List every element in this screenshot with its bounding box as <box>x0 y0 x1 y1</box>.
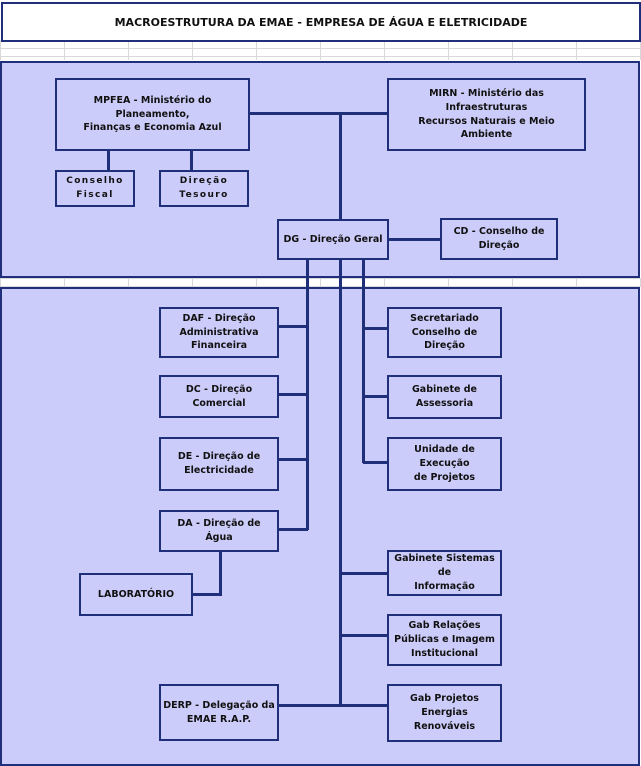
bottom-panel <box>0 287 640 766</box>
connector-line <box>278 325 308 328</box>
connector-line <box>339 113 342 219</box>
connector-line <box>219 550 222 595</box>
connector-line <box>278 704 387 707</box>
spreadsheet-grid <box>0 278 641 287</box>
connector-line <box>107 150 110 171</box>
connector-line <box>363 395 387 398</box>
connector-line <box>340 572 387 575</box>
laboratorio-box: LABORATÓRIO <box>79 573 193 616</box>
gab-energias-box: Gab Projetos Energias Renováveis <box>387 684 502 742</box>
connector-line <box>249 112 388 115</box>
connector-line <box>190 150 193 171</box>
da-box: DA - Direção de Água <box>159 510 279 552</box>
direcao-tesouro-box: Direção Tesouro <box>159 170 249 207</box>
connector-line <box>362 259 365 463</box>
connector-line <box>278 393 308 396</box>
mirn-box: MIRN - Ministério das Infraestruturas Re… <box>387 78 586 151</box>
connector-line <box>278 528 308 531</box>
gab-relacoes-box: Gab Relações Públicas e Imagem Instituci… <box>387 614 502 666</box>
cd-box: CD - Conselho de Direção <box>440 218 558 260</box>
daf-box: DAF - Direção Administrativa Financeira <box>159 307 279 358</box>
mpfea-box: MPFEA - Ministério do Planeamento, Finan… <box>55 78 250 151</box>
gabinete-si-box: Gabinete Sistemas de Informação <box>387 550 502 596</box>
secretariado-box: Secretariado Conselho de Direção <box>387 307 502 358</box>
page-title: MACROESTRUTURA DA EMAE - EMPRESA DE ÁGUA… <box>1 2 641 42</box>
dc-box: DC - Direção Comercial <box>159 375 279 418</box>
gabinete-assessoria-box: Gabinete de Assessoria <box>387 375 502 419</box>
connector-line <box>363 327 387 330</box>
connector-line <box>340 634 387 637</box>
dg-box: DG - Direção Geral <box>277 219 389 260</box>
conselho-fiscal-box: Conselho Fiscal <box>55 170 135 207</box>
de-box: DE - Direção de Electricidade <box>159 437 279 491</box>
unidade-execucao-box: Unidade de Execução de Projetos <box>387 437 502 491</box>
derp-box: DERP - Delegação da EMAE R.A.P. <box>159 684 279 741</box>
connector-line <box>278 458 308 461</box>
connector-line <box>339 259 342 706</box>
spreadsheet-grid <box>0 40 641 60</box>
connector-line <box>363 461 387 464</box>
connector-line <box>193 593 222 596</box>
connector-line <box>389 238 440 241</box>
